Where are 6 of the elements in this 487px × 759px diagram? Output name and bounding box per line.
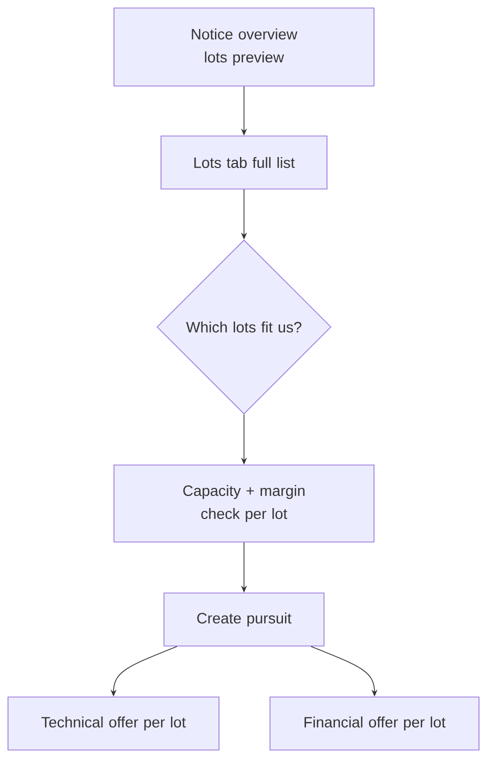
process-box: Create pursuit xyxy=(164,592,324,646)
process-box: Technical offer per lot xyxy=(8,696,220,750)
process-box: Notice overview lots preview xyxy=(114,8,374,86)
process-box: Financial offer per lot xyxy=(270,696,480,750)
process-box: Lots tab full list xyxy=(160,136,328,190)
process-box: Capacity + margin check per lot xyxy=(114,464,374,542)
